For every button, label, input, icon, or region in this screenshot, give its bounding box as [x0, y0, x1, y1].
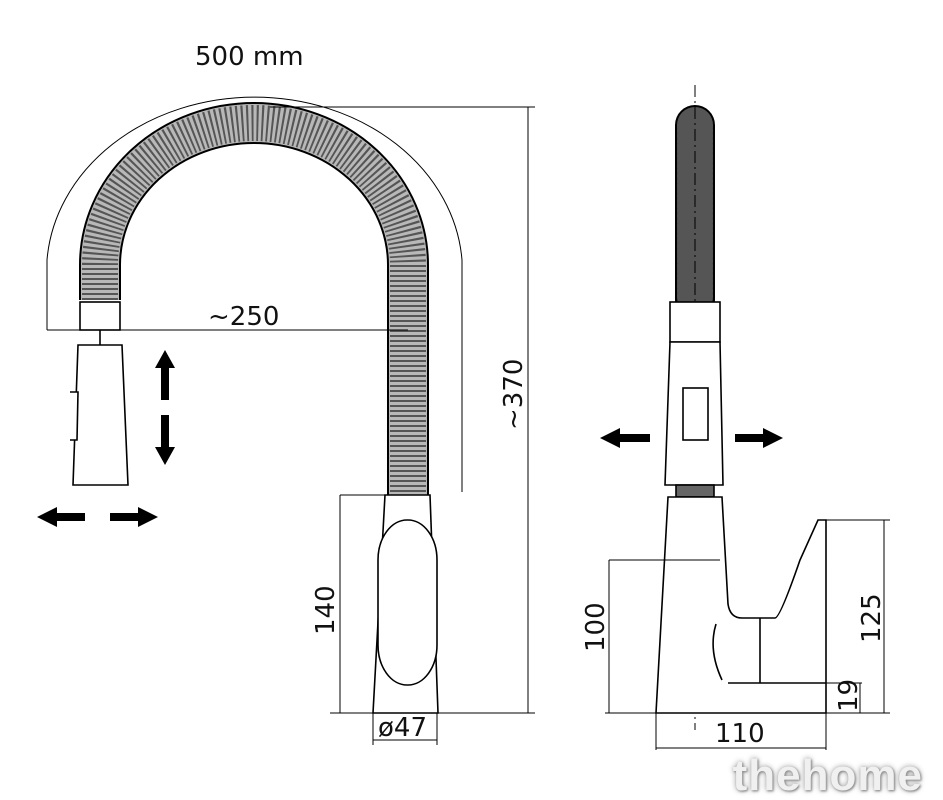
arrow-down-icon [155, 415, 175, 465]
side-depth-label: 110 [715, 719, 765, 749]
handle-height-label: 125 [857, 593, 887, 643]
base-height-label: 140 [311, 585, 341, 635]
arrow-right-icon [735, 428, 783, 448]
reach-arc-label: 500 mm [195, 42, 304, 72]
arrow-left-icon [600, 428, 650, 448]
side-dimension-lines [605, 519, 890, 750]
watermark-logo: thehome [732, 751, 923, 800]
arrow-up-icon [155, 350, 175, 400]
front-dimension-lines [46, 96, 535, 745]
movement-arrows [37, 350, 783, 527]
side-body [655, 496, 827, 714]
spout-reach-label: ~250 [208, 302, 279, 332]
total-height-label: ~370 [499, 359, 529, 430]
handle-base-label: 19 [834, 679, 864, 712]
front-base [372, 494, 439, 714]
side-spray-head [664, 301, 724, 498]
arrow-right-icon [110, 507, 158, 527]
arrow-left-icon [37, 507, 85, 527]
front-hose [79, 102, 429, 495]
side-body-height-label: 100 [581, 602, 611, 652]
front-spray-head [70, 301, 129, 486]
base-diameter-label: ø47 [378, 713, 427, 743]
